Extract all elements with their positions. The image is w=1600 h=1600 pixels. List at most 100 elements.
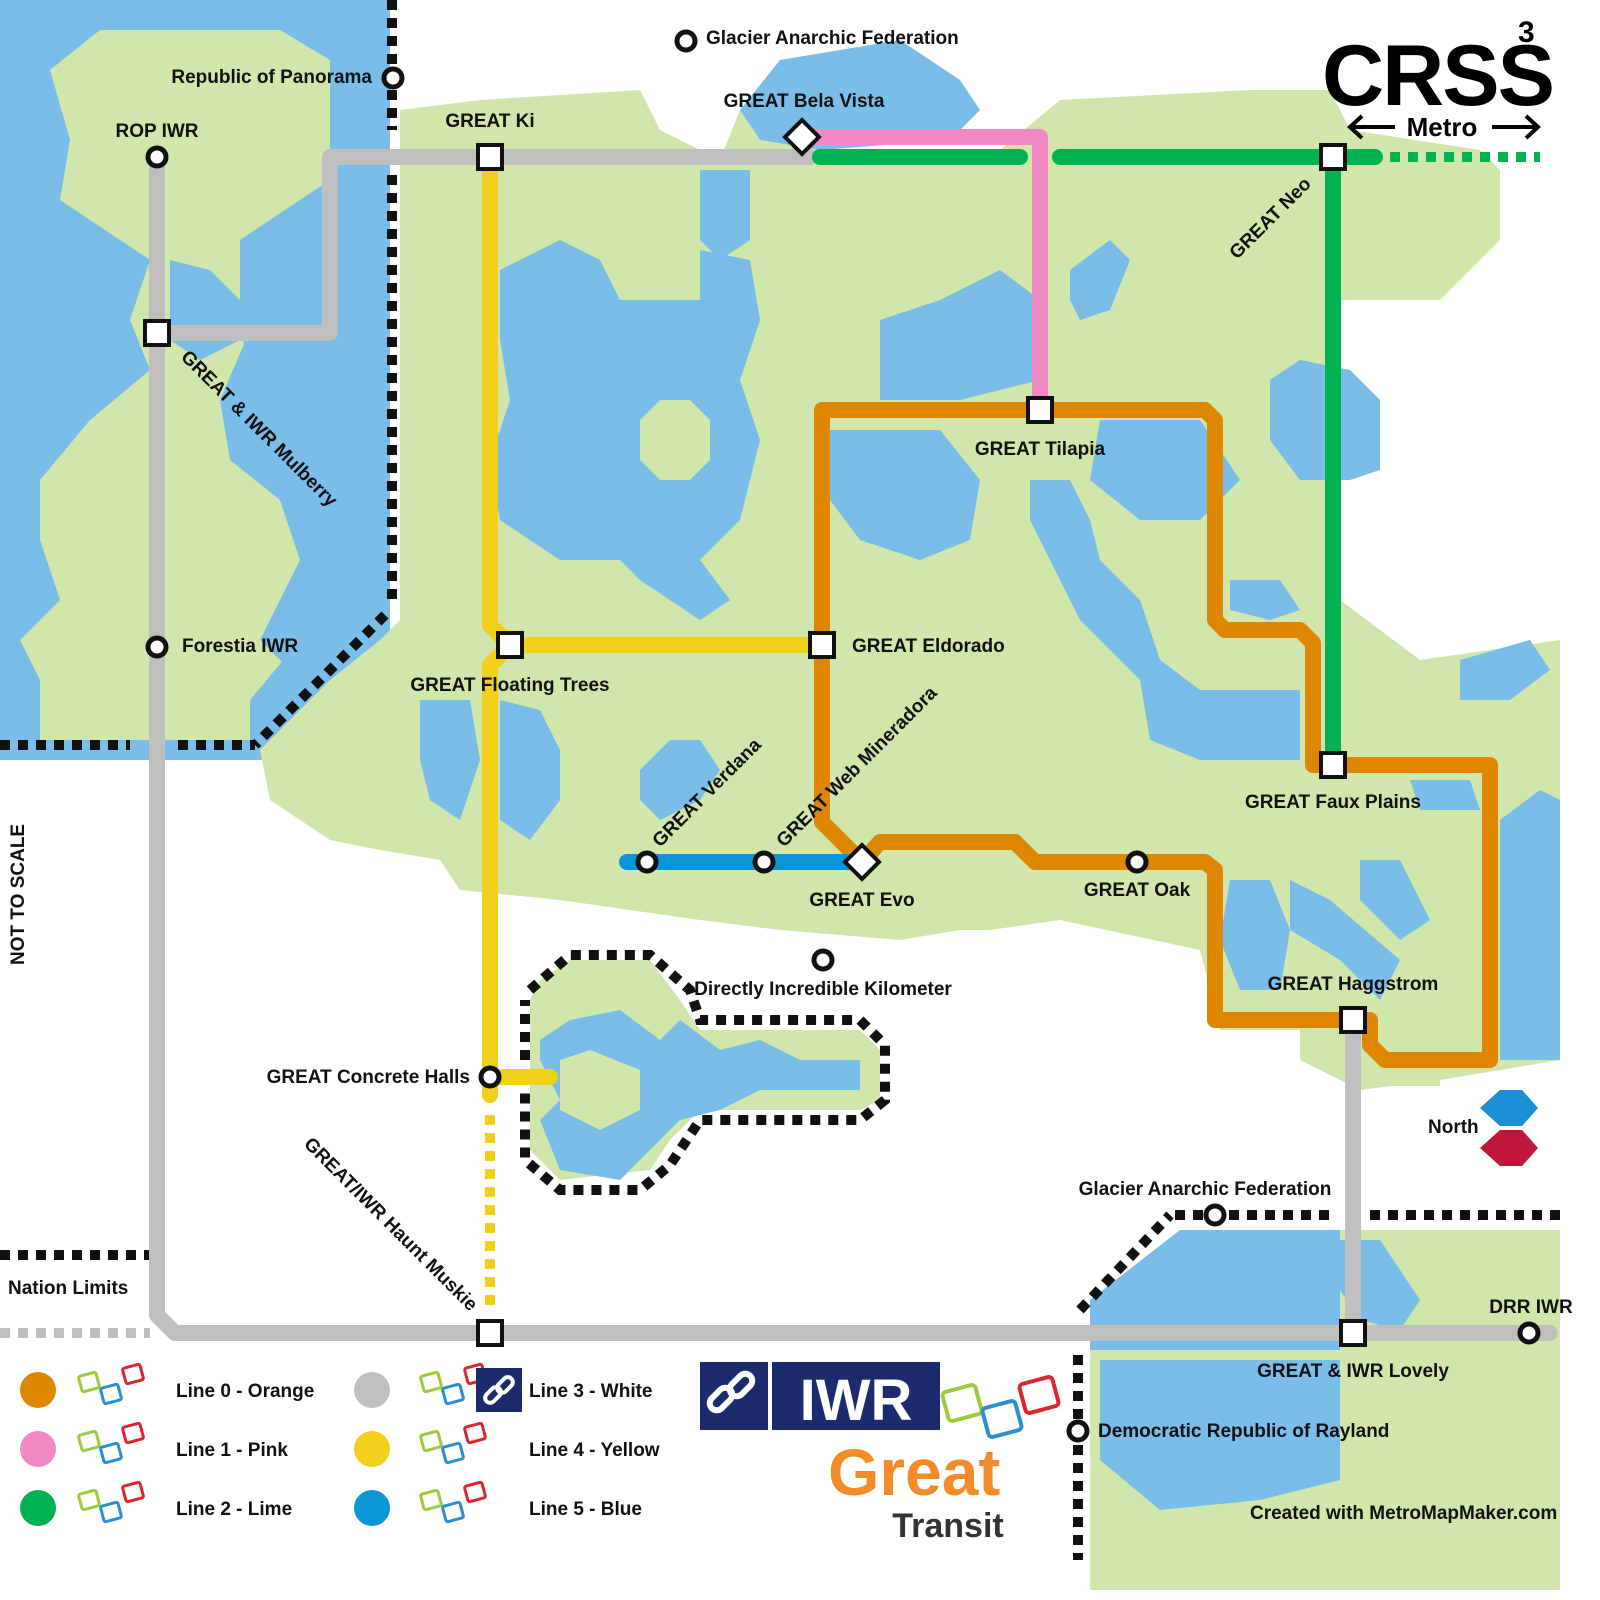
water-central-lake	[490, 240, 760, 620]
land-dik-inner	[560, 1050, 640, 1130]
legend-label-4: Line 4 - Yellow	[529, 1440, 660, 1461]
legend-dot-3	[354, 1372, 390, 1408]
legend-label-3: Line 3 - White	[529, 1381, 653, 1402]
link-icon	[706, 1370, 756, 1414]
water-east-lake-3	[1030, 480, 1300, 760]
station-glacier-bottom[interactable]	[1203, 1203, 1227, 1227]
water-dik-lake	[540, 1010, 860, 1180]
station-great-haggstrom[interactable]	[1339, 1006, 1367, 1034]
water-se-lake-5	[1460, 640, 1550, 700]
label-great-floating-trees: GREAT Floating Trees	[410, 675, 609, 696]
label-great-evo: GREAT Evo	[809, 890, 914, 911]
label-great-lovely: GREAT & IWR Lovely	[1257, 1361, 1449, 1382]
station-glacier-top[interactable]	[674, 29, 698, 53]
stations	[143, 29, 1541, 1443]
station-great-neo[interactable]	[1319, 143, 1347, 171]
label-glacier-top: Glacier Anarchic Federation	[706, 28, 959, 49]
not-to-scale-label: NOT TO SCALE	[8, 824, 29, 965]
legend-train-icon	[419, 1362, 487, 1406]
legend-dot-1	[20, 1431, 56, 1467]
nation-limits	[0, 0, 1560, 1560]
station-great-verdana[interactable]	[635, 850, 659, 874]
credit-label: Created with MetroMapMaker.com	[1250, 1503, 1557, 1524]
line-0-orange	[814, 402, 1498, 1068]
legend-train-icon	[77, 1480, 145, 1524]
label-great-faux-plains: GREAT Faux Plains	[1245, 792, 1421, 813]
water-se-lake-4	[1500, 790, 1560, 1060]
north-label: North	[1428, 1117, 1479, 1138]
iwr-logo-text: IWR	[800, 1368, 913, 1433]
line-1-pink	[794, 129, 1048, 418]
label-drr-iwr: DRR IWR	[1489, 1297, 1573, 1318]
iwr-logo-divider	[768, 1362, 772, 1430]
transit-logo-text: Transit	[892, 1507, 1003, 1545]
north-arrow-icon	[1480, 1090, 1538, 1166]
legend-label-2: Line 2 - Lime	[176, 1499, 292, 1520]
station-great-faux-plains[interactable]	[1319, 751, 1347, 779]
water-se-lake-6	[1410, 780, 1480, 810]
station-great-eldorado[interactable]	[808, 631, 836, 659]
station-directly-incredible[interactable]	[811, 948, 835, 972]
water-verdana-lake	[640, 740, 720, 820]
border-diagonal-west	[251, 611, 389, 749]
station-great-evo[interactable]	[842, 842, 882, 882]
land-central-island	[640, 400, 710, 480]
water-west-channel	[220, 320, 380, 680]
legend-train-icon	[419, 1421, 487, 1465]
legend-label-5: Line 5 - Blue	[529, 1499, 642, 1520]
station-rop-iwr[interactable]	[145, 145, 169, 169]
label-great-bela-vista: GREAT Bela Vista	[724, 91, 885, 112]
station-great-oak[interactable]	[1125, 850, 1149, 874]
water-west-pond	[285, 362, 325, 380]
water-rayland-inner	[1100, 1360, 1340, 1510]
station-great-bela-vista[interactable]	[782, 117, 822, 157]
border-glacier-diagonal	[1076, 1211, 1174, 1314]
title-block: CRSS 3 Metro	[1322, 16, 1555, 142]
station-great-mulberry[interactable]	[143, 319, 171, 347]
label-rop-iwr: ROP IWR	[115, 121, 198, 142]
legend-dot-4	[354, 1431, 390, 1467]
legend-train-icon	[77, 1421, 145, 1465]
water-east-lake-6	[1070, 240, 1130, 320]
station-great-floating-trees[interactable]	[496, 631, 524, 659]
label-directly-incredible: Directly Incredible Kilometer	[694, 979, 952, 1000]
station-great-lovely[interactable]	[1339, 1319, 1367, 1347]
legend-dot-0	[20, 1372, 56, 1408]
subtitle-left-arrow-icon	[1347, 114, 1395, 140]
station-drr-iwr[interactable]	[1517, 1321, 1541, 1345]
water-se-lake-2	[1290, 880, 1400, 1000]
water-east-lake-7	[1230, 580, 1300, 620]
label-glacier-bottom: Glacier Anarchic Federation	[1079, 1179, 1332, 1200]
station-haunt-muskie[interactable]	[476, 1319, 504, 1347]
train-cars-icon	[940, 1375, 1061, 1439]
station-great-concrete-halls[interactable]	[478, 1065, 502, 1089]
label-foresita-iwr: Forestia IWR	[182, 636, 298, 657]
label-great-haggstrom: GREAT Haggstrom	[1268, 974, 1439, 995]
legend-train-icon	[419, 1480, 487, 1524]
label-haunt-muskie: GREAT/IWR Haunt Muskie	[299, 1134, 481, 1316]
legend-dot-5	[354, 1490, 390, 1526]
subtitle-text: Metro	[1407, 112, 1478, 142]
station-great-ki[interactable]	[476, 143, 504, 171]
land-rayland-strip	[1370, 1070, 1440, 1086]
water-east-lake-1	[880, 270, 1040, 400]
station-republic-panorama[interactable]	[381, 66, 405, 90]
label-rayland: Democratic Republic of Rayland	[1098, 1421, 1389, 1442]
station-rayland[interactable]	[1066, 1419, 1090, 1443]
label-great-eldorado: GREAT Eldorado	[852, 636, 1005, 657]
label-great-concrete-halls: GREAT Concrete Halls	[267, 1067, 470, 1088]
title-text: CRSS	[1322, 28, 1553, 124]
label-great-ki: GREAT Ki	[445, 111, 534, 132]
great-logo-text: Great	[828, 1435, 1000, 1509]
station-foresita-iwr[interactable]	[145, 635, 169, 659]
land-west	[20, 30, 330, 740]
label-republic-panorama: Republic of Panorama	[171, 67, 372, 88]
water-east-lake-4	[1090, 420, 1240, 520]
legend-label-0: Line 0 - Orange	[176, 1381, 314, 1402]
water-east-lake-2	[830, 430, 980, 560]
station-great-web-mineradora[interactable]	[752, 850, 776, 874]
nation-limits-label: Nation Limits	[8, 1278, 128, 1299]
station-great-tilapia[interactable]	[1026, 396, 1054, 424]
